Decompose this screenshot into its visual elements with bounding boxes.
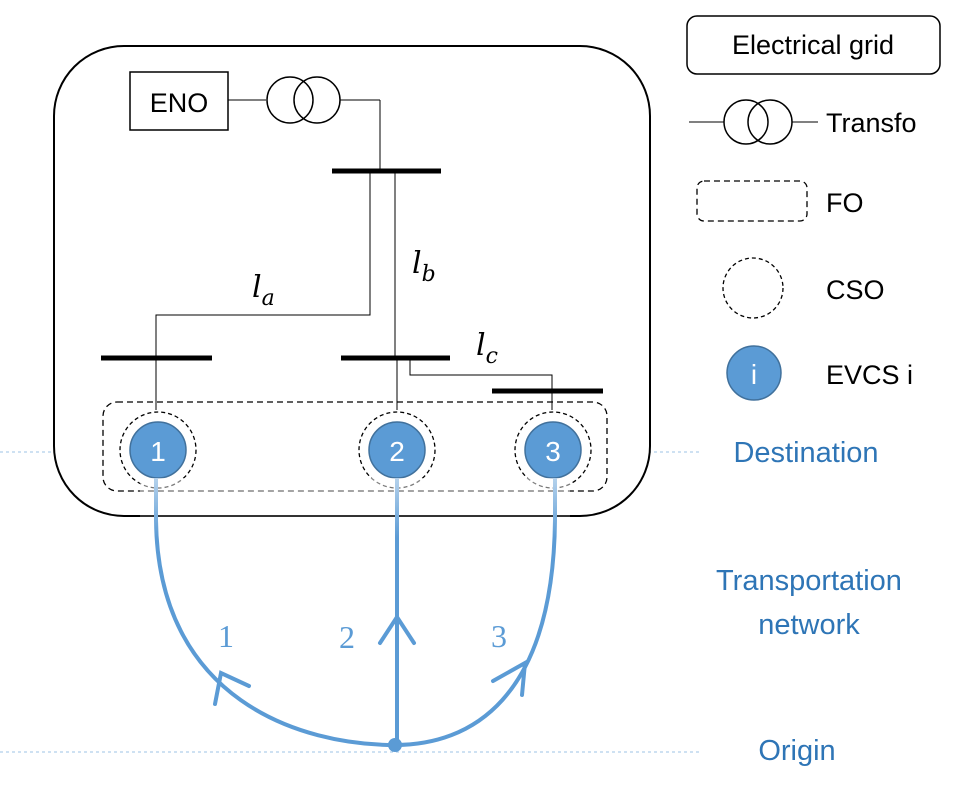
- eno-box: [129, 71, 229, 131]
- legend-evcs-icon: [726, 345, 782, 401]
- route-1-path: [154, 478, 396, 747]
- legend-cso-icon: [722, 257, 784, 319]
- station-1-label: 1: [150, 436, 166, 467]
- legend-title: Electrical grid: [732, 30, 894, 60]
- legend-evcs-label: EVCS i: [826, 360, 913, 390]
- legend-transfo-label: Transfo: [826, 108, 917, 138]
- destination-label: Destination: [733, 437, 878, 469]
- route-3-arrowhead: [491, 659, 528, 697]
- legend-transfo-icon: [689, 99, 818, 145]
- origin-node: [388, 738, 402, 752]
- line-lc: [409, 358, 553, 391]
- route-2-label: 2: [339, 619, 355, 655]
- label-la: la: [252, 270, 275, 311]
- station-2-label: 2: [389, 436, 405, 467]
- route-1-arrowhead: [213, 670, 251, 706]
- line-la: [155, 171, 371, 358]
- label-lb: lb: [412, 246, 436, 287]
- station-3: 3: [514, 411, 592, 489]
- transformer-icon: [228, 76, 381, 170]
- label-lc: lc: [476, 328, 498, 369]
- legend-evcs-symbol: i: [751, 359, 757, 390]
- legend-title-box: [686, 15, 941, 75]
- route-3-path: [394, 478, 557, 747]
- route-3-label: 3: [491, 618, 507, 654]
- eno-label: ENO: [150, 88, 209, 118]
- legend-cso-label: CSO: [826, 275, 885, 305]
- route-2-arrowhead: [378, 613, 416, 645]
- transportation-label-line2: network: [758, 609, 860, 641]
- legend-fo-label: FO: [826, 188, 864, 218]
- route-fade: [140, 478, 570, 538]
- transportation-label-line1: Transportation: [716, 565, 902, 597]
- origin-label: Origin: [758, 735, 835, 767]
- station-3-label: 3: [545, 436, 561, 467]
- route-1-label: 1: [218, 618, 234, 654]
- legend-fo-icon: [696, 180, 808, 222]
